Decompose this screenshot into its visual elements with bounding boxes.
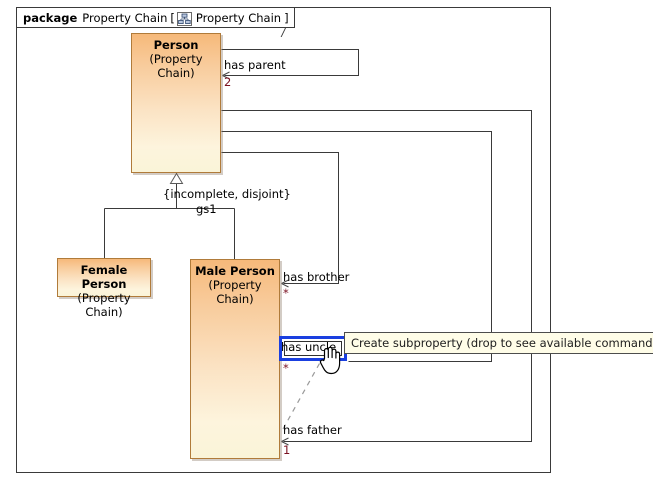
class-female-person[interactable]: Female Person (Property Chain)	[57, 258, 151, 319]
class-female-person-name: Female Person	[80, 263, 128, 291]
multiplicity-has-father: 1	[283, 443, 291, 457]
label-has-father[interactable]: has father	[283, 423, 342, 437]
multiplicity-has-brother: *	[283, 286, 289, 300]
class-person-name: Person	[153, 38, 199, 52]
class-male-person-stereotype: (Property Chain)	[208, 278, 262, 306]
drag-tooltip-text: Create subproperty (drop to see availabl…	[351, 336, 653, 350]
drag-tooltip: Create subproperty (drop to see availabl…	[344, 332, 653, 354]
class-person-stereotype: (Property Chain)	[149, 52, 203, 80]
package-header-tab[interactable]: package Property Chain [ Property Chain …	[16, 7, 295, 28]
multiplicity-has-uncle: *	[283, 361, 289, 375]
package-frame	[16, 7, 551, 473]
class-person[interactable]: Person (Property Chain)	[131, 33, 221, 173]
label-has-uncle[interactable]: has uncle	[281, 340, 337, 354]
label-has-parent[interactable]: has parent	[224, 58, 286, 72]
package-close-bracket: ]	[284, 10, 289, 25]
package-keyword: package	[23, 10, 78, 25]
label-has-brother[interactable]: has brother	[283, 270, 350, 284]
class-female-person-stereotype: (Property Chain)	[77, 291, 131, 319]
package-diagram-name: Property Chain	[195, 10, 282, 25]
generalization-set-name: gs1	[196, 202, 217, 216]
package-open-bracket: [	[170, 10, 175, 25]
multiplicity-has-parent: 2	[224, 75, 232, 89]
class-diagram-icon	[176, 11, 192, 26]
generalization-constraint: {incomplete, disjoint}	[163, 187, 291, 201]
class-male-person[interactable]: Male Person (Property Chain)	[190, 259, 280, 459]
class-male-person-name: Male Person	[195, 264, 275, 278]
package-name: Property Chain	[82, 10, 168, 25]
